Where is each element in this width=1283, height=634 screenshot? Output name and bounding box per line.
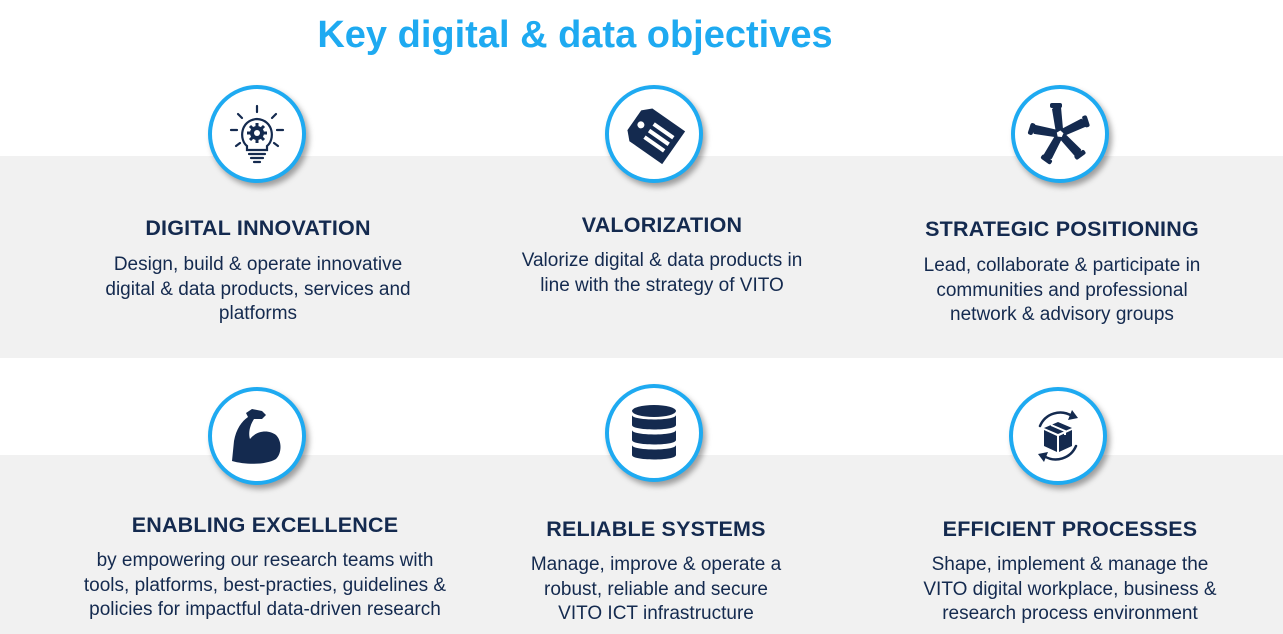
lightbulb-gear-icon <box>229 104 285 164</box>
page-title: Key digital & data objectives <box>317 14 833 56</box>
card-description: Design, build & operate innovative digit… <box>105 254 411 324</box>
box-cycle-icon <box>1038 410 1078 462</box>
icon-badge <box>605 85 703 183</box>
card-description: Lead, collaborate & participate in commu… <box>923 255 1201 325</box>
card-title: STRATEGIC POSITIONING <box>925 217 1199 241</box>
card-description: by empowering our research teams with to… <box>83 550 447 620</box>
background-band-top <box>0 156 1283 358</box>
card-description: Manage, improve & operate a robust, reli… <box>530 554 782 624</box>
background-band-bottom <box>0 455 1283 634</box>
icon-badge <box>208 85 306 183</box>
icon-badge <box>605 384 703 482</box>
card-description: Valorize digital & data products in line… <box>521 250 803 296</box>
card-title: VALORIZATION <box>581 213 743 237</box>
joined-hands-icon <box>1027 103 1090 165</box>
database-icon <box>632 405 676 460</box>
card-title: RELIABLE SYSTEMS <box>546 517 766 541</box>
card-title: EFFICIENT PROCESSES <box>942 517 1198 541</box>
icon-badge <box>1009 387 1107 485</box>
icon-badge <box>208 387 306 485</box>
card-title: DIGITAL INNOVATION <box>145 216 371 240</box>
icon-badge <box>1011 85 1109 183</box>
card-description: Shape, implement & manage the VITO digit… <box>923 554 1217 624</box>
price-tag-icon <box>627 108 686 165</box>
flexed-arm-icon <box>232 409 281 464</box>
card-title: ENABLING EXCELLENCE <box>131 513 399 537</box>
